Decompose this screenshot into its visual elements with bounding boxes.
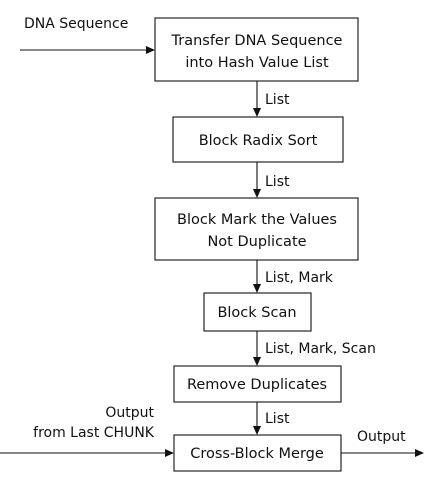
input-arrow-head	[146, 46, 155, 54]
step-cross-block-merge-box: Cross-Block Merge	[173, 434, 342, 472]
arrow-5-6-head	[253, 426, 261, 435]
arrow-2-3-head	[253, 189, 261, 198]
step-mark-line2: Not Duplicate	[207, 234, 306, 250]
step-remove-duplicates-box: Remove Duplicates	[173, 365, 342, 403]
side-input-label-line1: Output	[105, 405, 154, 421]
arrow-1-2-head	[253, 108, 261, 117]
arrow-3-4-head	[253, 284, 261, 293]
step-remove-duplicates-label: Remove Duplicates	[187, 377, 327, 393]
step-scan-label: Block Scan	[217, 305, 296, 321]
step-mark-box: Block Mark the Values Not Duplicate	[154, 197, 359, 261]
step-radix-sort-label: Block Radix Sort	[199, 133, 318, 149]
side-input-label-line2: from Last CHUNK	[33, 425, 155, 441]
edge-label-4: List, Mark, Scan	[265, 341, 376, 357]
step-transfer-line2: into Hash Value List	[185, 55, 329, 71]
edge-label-5: List	[265, 411, 290, 427]
side-input-arrow-head	[165, 449, 174, 457]
output-arrow-head	[415, 449, 424, 457]
edge-label-3: List, Mark	[265, 270, 334, 286]
input-label: DNA Sequence	[24, 16, 128, 32]
output-label: Output	[357, 429, 406, 445]
edge-label-2: List	[265, 174, 290, 190]
step-mark-line1: Block Mark the Values	[177, 212, 337, 228]
edge-label-1: List	[265, 92, 290, 108]
step-cross-block-merge-label: Cross-Block Merge	[190, 446, 324, 462]
step-scan-box: Block Scan	[203, 292, 312, 332]
step-transfer-line1: Transfer DNA Sequence	[171, 33, 343, 49]
step-transfer-box: Transfer DNA Sequence into Hash Value Li…	[154, 17, 359, 82]
step-radix-sort-box: Block Radix Sort	[172, 116, 344, 163]
arrow-4-5-head	[253, 357, 261, 366]
